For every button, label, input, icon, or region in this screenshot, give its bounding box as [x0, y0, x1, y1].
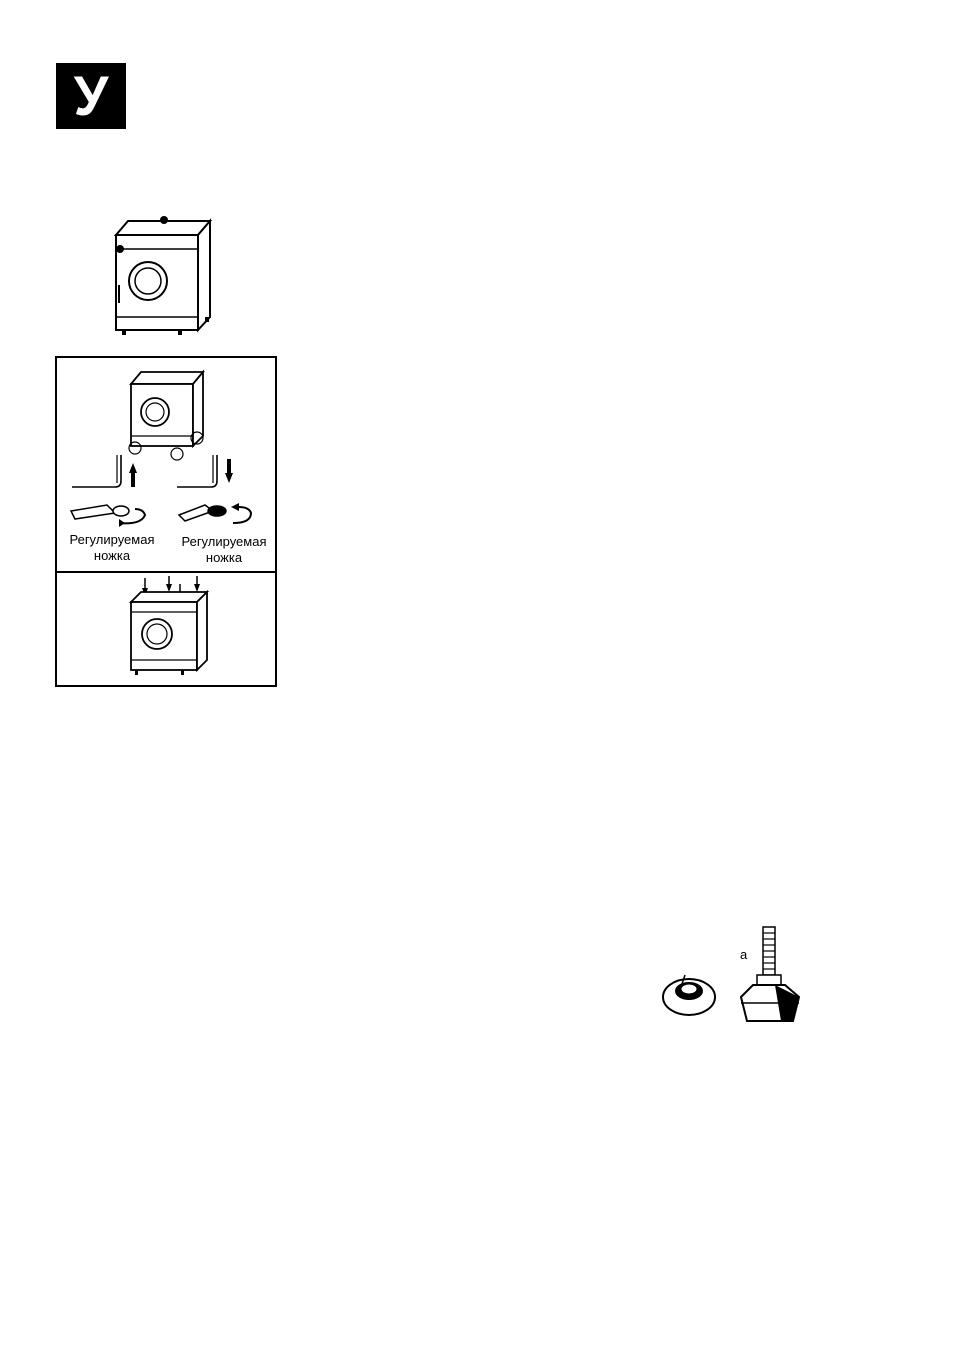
adjustable-foot-lower-detail — [175, 453, 270, 533]
washing-machine-bolts-illustration — [100, 205, 230, 340]
part-label-a: a — [740, 947, 747, 962]
adjustable-foot-raise-detail — [67, 453, 162, 533]
section-tab-letter: У — [56, 63, 126, 129]
washing-machine-stability-check-illustration — [117, 576, 237, 681]
foot-cap-and-screw-illustration — [655, 925, 815, 1030]
adjustable-foot-caption-left: Регулируемая ножка — [57, 532, 167, 564]
washing-machine-feet-illustration — [117, 366, 237, 461]
leveling-instruction-box: Регулируемая ножка Регулируемая ножка — [55, 356, 277, 687]
box-divider — [57, 571, 275, 573]
adjustable-foot-caption-right: Регулируемая ножка — [169, 534, 279, 566]
